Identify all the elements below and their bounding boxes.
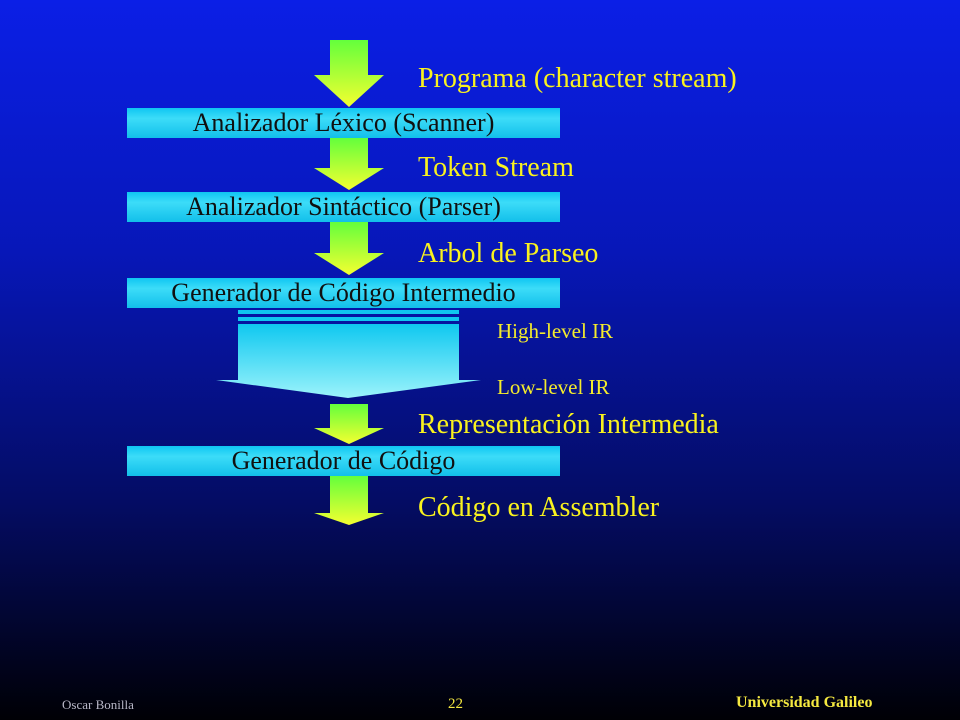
arrow-parser-to-irgen [314,222,384,275]
arrow-out-assembler [314,476,384,525]
stage-scanner: Analizador Léxico (Scanner) [127,108,560,138]
label-intermediate-rep: Representación Intermedia [418,409,719,440]
footer-organization: Universidad Galileo [736,694,873,711]
label-high-level-ir: High-level IR [497,319,614,343]
arrow-into-codegen [314,404,384,444]
stage-ir-generator: Generador de Código Intermedio [127,278,560,308]
stage-parser: Analizador Sintáctico (Parser) [127,192,560,222]
arrow-scanner-to-parser [314,138,384,190]
label-program-stream: Programa (character stream) [418,63,737,94]
stage-code-generator: Generador de Código [127,446,560,476]
footer-author: Oscar Bonilla [62,697,134,712]
label-token-stream: Token Stream [418,152,574,183]
label-parse-tree: Arbol de Parseo [418,238,599,269]
ir-lowering-arrow [216,310,481,398]
label-low-level-ir: Low-level IR [497,375,610,399]
footer-page-number: 22 [448,696,463,712]
label-assembler-code: Código en Assembler [418,492,660,523]
arrow-into-scanner [314,40,384,107]
